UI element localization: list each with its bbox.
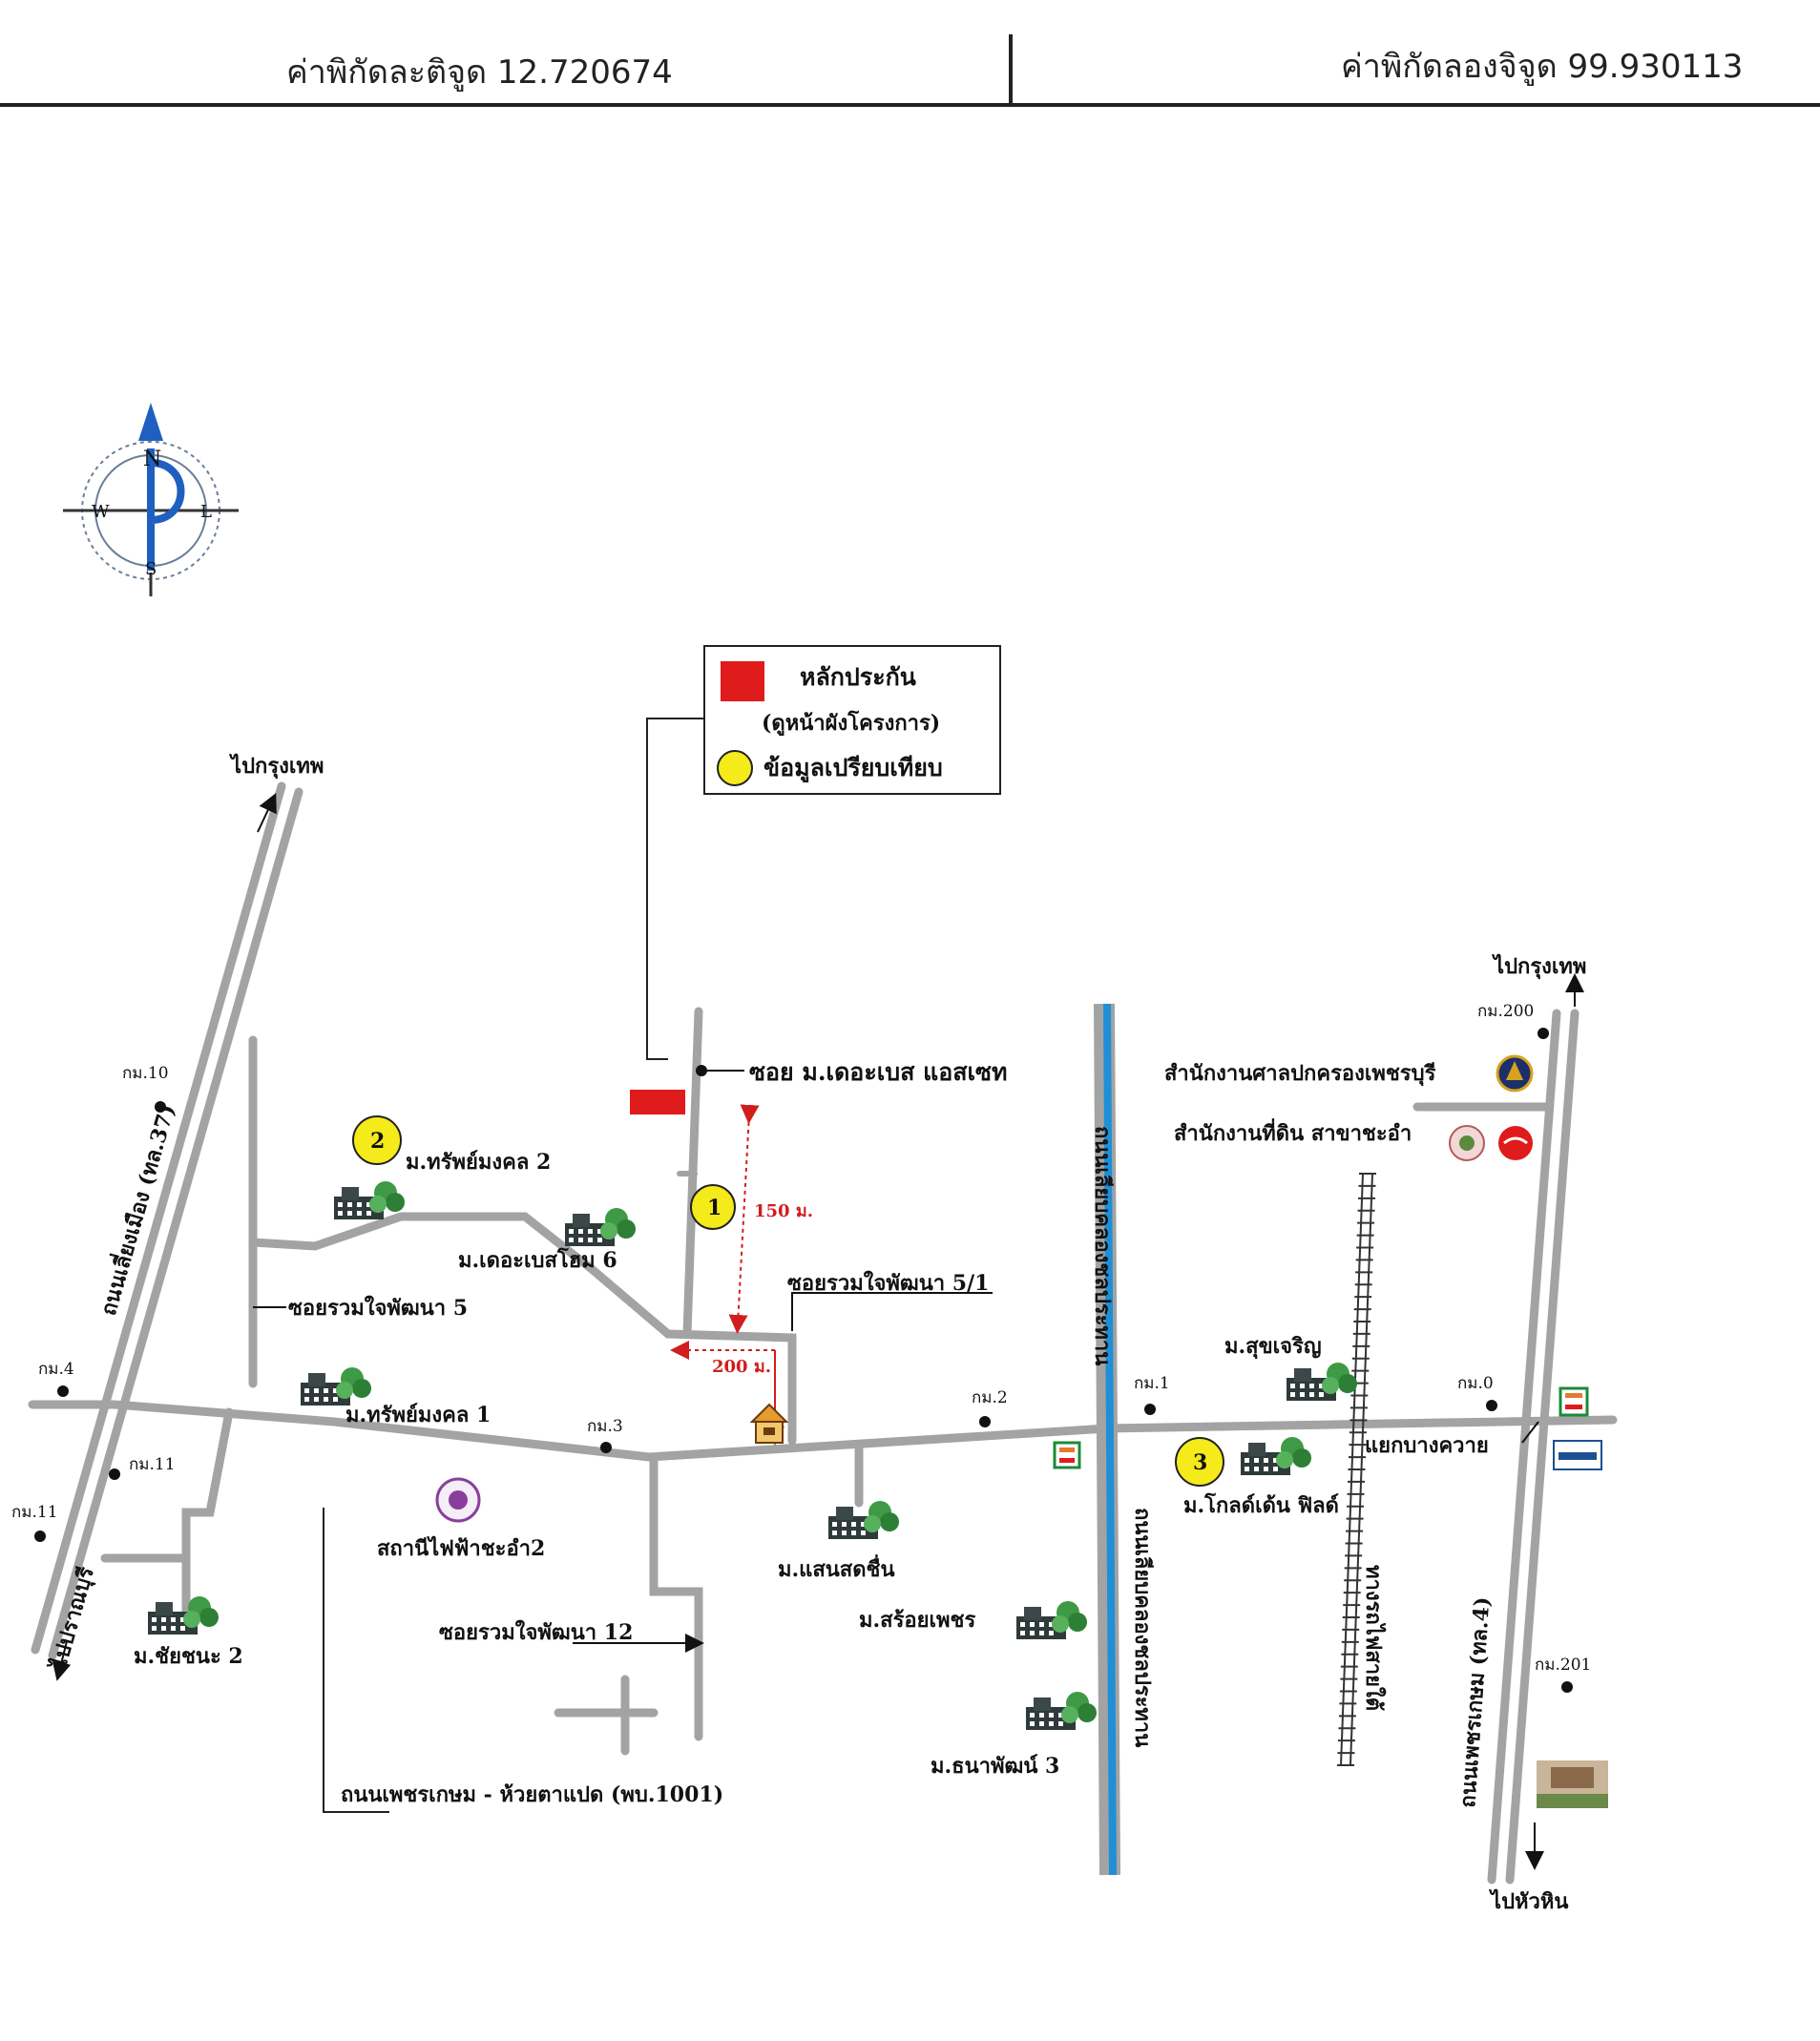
km-markers: กม.10 กม.4 กม.11 กม.11 กม.3 กม.2 กม.1 กม… [11, 1002, 1591, 1693]
compass-rose-icon: N S W L [63, 403, 239, 596]
village-buildings-icon [334, 1181, 405, 1219]
compass-n: N [143, 448, 161, 471]
seven-eleven-icon [1559, 1386, 1589, 1417]
label-phetkasem: ถนนเพชรเกษม (ทล.4) [1455, 1596, 1495, 1809]
label-railway: ทางรถไฟสายใต้ [1361, 1565, 1387, 1711]
place-land-office: สำนักงานที่ดิน สาขาชะอำ [1174, 1117, 1412, 1146]
place-sap-mongkol-2: ม.ทรัพย์มงคล 2 [406, 1150, 551, 1175]
comparison-marker-3 [1175, 1437, 1224, 1487]
place-sap-mongkol-1: ม.ทรัพย์มงคล 1 [345, 1403, 491, 1427]
label-soi-5-1: ซอยรวมใจพัฒนา 5/1 [787, 1270, 989, 1296]
village-buildings-icon [565, 1208, 636, 1246]
dir-bangkok-left: ไปกรุงเทพ [229, 753, 324, 780]
road-network [28, 781, 1618, 1885]
longitude-text: ค่าพิกัดลองจิจูด 99.930113 [1341, 48, 1744, 86]
header-divider [1009, 34, 1013, 107]
label-soi-5: ซอยรวมใจพัฒนา 5 [288, 1295, 468, 1321]
place-thanapat-3: ม.ธนาพัฒน์ 3 [931, 1754, 1059, 1779]
legend-comparison-label: ข้อมูลเปรียบเทียบ [764, 754, 943, 783]
building-photo-icon [1537, 1760, 1608, 1808]
compass-e: L [200, 502, 212, 522]
km-label: กม.11 [129, 1455, 176, 1474]
km-label: กม.200 [1477, 1002, 1534, 1021]
canal [1094, 1003, 1120, 1876]
legend: หลักประกัน (ดูหน้าผังโครงการ) ข้อมูลเปรี… [646, 645, 1001, 1060]
legend-collateral-swatch [721, 661, 764, 701]
legend-collateral-note: (ดูหน้าผังโครงการ) [762, 710, 940, 737]
village-buildings-icon [301, 1367, 371, 1406]
compass-w: W [92, 502, 110, 522]
label-phetkasem-huaitapaet: ถนนเพชรเกษม - ห้วยตาแปด (พบ.1001) [341, 1782, 723, 1807]
house-icon [749, 1403, 789, 1444]
km-label: กม.11 [11, 1503, 58, 1522]
comparison-number: 1 [707, 1196, 722, 1220]
label-soi-12: ซอยรวมใจพัฒนา 12 [439, 1619, 633, 1645]
collateral-marker [630, 1090, 685, 1114]
km-label: กม.10 [122, 1064, 169, 1083]
km-label: กม.1 [1134, 1374, 1170, 1393]
place-chaichana-2: ม.ชัยชนะ 2 [134, 1644, 243, 1669]
distance-north: 150 ม. [754, 1201, 813, 1221]
legend-comparison-swatch [717, 750, 753, 786]
land-office-emblem-icon [1449, 1125, 1485, 1161]
place-saensodchuen: ม.แสนสดชื่น [778, 1553, 895, 1582]
village-buildings-icon [1287, 1363, 1357, 1401]
km-label: กม.201 [1535, 1656, 1591, 1675]
label-canal-road-top: ถนนเลียบคลองชลประทาน [1090, 1126, 1115, 1365]
coordinate-header: ค่าพิกัดละติจูด 12.720674 ค่าพิกัดลองจิจ… [0, 0, 1820, 107]
dir-bangkok-right: ไปกรุงเทพ [1492, 953, 1586, 980]
place-the-base-home-6: ม.เดอะเบสโฮม 6 [458, 1247, 617, 1273]
village-buildings-icon [1026, 1692, 1097, 1730]
place-golden-field: ม.โกลด์เด้น ฟิลด์ [1183, 1492, 1339, 1518]
label-canal-road-bottom: ถนนเลียบคลองชลประทาน [1130, 1508, 1155, 1747]
place-admin-court: สำนักงานศาลปกครองเพชรบุรี [1164, 1061, 1436, 1087]
latitude-text: ค่าพิกัดละติจูด 12.720674 [286, 53, 673, 92]
village-buildings-icon [1241, 1437, 1311, 1475]
seven-eleven-icon [1053, 1441, 1081, 1469]
km-label: กม.0 [1457, 1374, 1494, 1393]
court-emblem-icon [1496, 1054, 1534, 1093]
comparison-marker-1 [690, 1184, 736, 1230]
km-label: กม.4 [38, 1360, 74, 1379]
pea-logo-icon [435, 1477, 481, 1523]
comparison-marker-2 [352, 1115, 402, 1165]
km-label: กม.3 [587, 1417, 623, 1436]
comparison-number: 3 [1193, 1450, 1207, 1475]
place-soipetch: ม.สร้อยเพชร [859, 1608, 975, 1633]
distance-west: 200 ม. [712, 1357, 771, 1377]
dir-huahin: ไปหัวหิน [1489, 1888, 1568, 1914]
tesco-lotus-icon [1553, 1440, 1602, 1470]
label-soi-the-base: ซอย ม.เดอะเบส แอสเซท [749, 1058, 1008, 1086]
village-buildings-icon [1016, 1601, 1087, 1639]
place-substation: สถานีไฟฟ้าชะอำ2 [377, 1535, 545, 1561]
coca-cola-icon [1498, 1126, 1533, 1160]
place-sukcharoen: ม.สุขเจริญ [1224, 1334, 1322, 1360]
km-label: กม.2 [972, 1388, 1008, 1407]
compass-s: S [145, 559, 157, 579]
village-buildings-icon [828, 1501, 899, 1539]
legend-collateral-label: หลักประกัน [800, 663, 916, 691]
label-junction: แยกบางควาย [1365, 1433, 1489, 1458]
comparison-number: 2 [370, 1129, 385, 1154]
